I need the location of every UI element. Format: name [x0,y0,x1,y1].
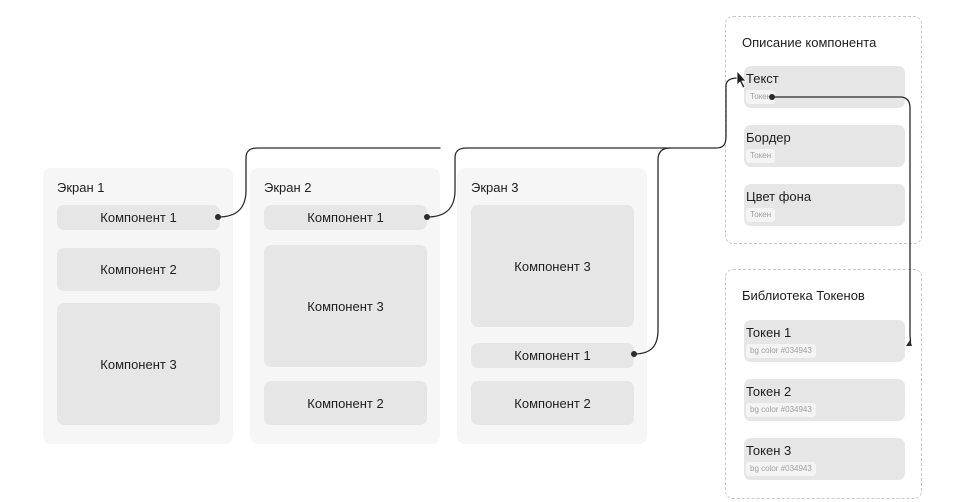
card-title: Токен 2 [746,384,792,399]
connector-dot [424,214,430,220]
component-1[interactable]: Компонент 1 [471,343,634,368]
component-2[interactable]: Компонент 2 [471,381,634,425]
component-2[interactable]: Компонент 2 [264,381,427,425]
panel-title: Описание компонента [742,35,877,50]
component-card-text[interactable]: Текст Токен [744,66,905,108]
component-3[interactable]: Компонент 3 [57,303,220,425]
connector-dot [631,351,637,357]
card-title: Текст [746,71,779,86]
card-title: Цвет фона [746,189,812,204]
token-chip[interactable]: Токен [746,90,776,104]
component-3[interactable]: Компонент 3 [264,245,427,367]
connector-dot [215,214,221,220]
arrow-head-icon [906,340,912,346]
component-card-background[interactable]: Цвет фона Токен [744,184,905,226]
screen-title: Экран 1 [57,180,105,195]
token-chip[interactable]: Токен [746,149,776,163]
token-value-chip: bg color #034943 [746,344,816,358]
screen-3: Экран 3 Компонент 3 Компонент 1 Компонен… [457,168,647,444]
token-card-2[interactable]: Токен 2 bg color #034943 [744,379,905,421]
connector-token-to-library [771,96,912,345]
token-card-1[interactable]: Токен 1 bg color #034943 [744,320,905,362]
screen-2: Экран 2 Компонент 1 Компонент 3 Компонен… [250,168,440,444]
component-2[interactable]: Компонент 2 [57,248,220,291]
card-title: Токен 1 [746,325,792,340]
token-chip[interactable]: Токен [746,208,776,222]
connector-screen2-to-screen3 [426,77,739,218]
screen-1: Экран 1 Компонент 1 Компонент 2 Компонен… [43,168,233,444]
screen-title: Экран 3 [471,180,519,195]
connector-screen3-to-panel [633,147,671,355]
card-title: Токен 3 [746,443,792,458]
connector-dot [769,94,775,100]
token-value-chip: bg color #034943 [746,462,816,476]
card-title: Бордер [746,130,791,145]
component-3[interactable]: Компонент 3 [471,205,634,327]
panel-title: Библиотека Токенов [742,288,865,303]
connector-screen1-to-screen2 [217,147,441,218]
cursor-icon [736,69,747,89]
token-library-panel: Библиотека Токенов [725,269,922,499]
component-1[interactable]: Компонент 1 [57,205,220,230]
screen-title: Экран 2 [264,180,312,195]
component-1[interactable]: Компонент 1 [264,205,427,230]
component-card-border[interactable]: Бордер Токен [744,125,905,167]
token-card-3[interactable]: Токен 3 bg color #034943 [744,438,905,480]
token-value-chip: bg color #034943 [746,403,816,417]
